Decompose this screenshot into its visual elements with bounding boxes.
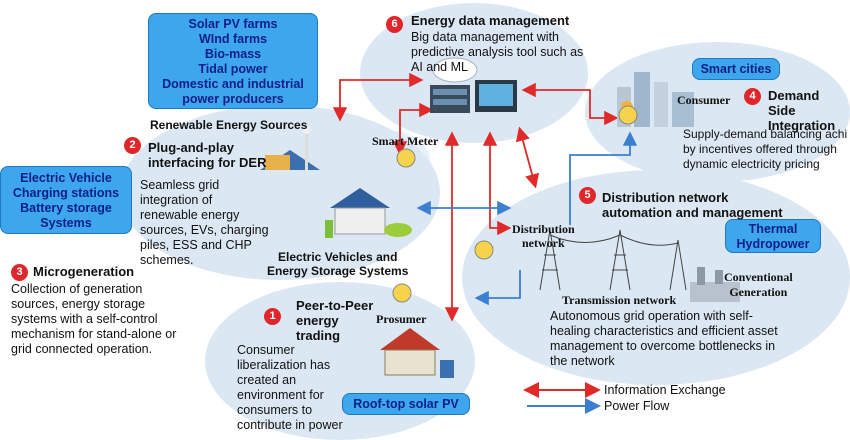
info-arrow-data-dist bbox=[482, 131, 512, 236]
meter-icon bbox=[474, 240, 494, 260]
transmission-label: Transmission network bbox=[562, 293, 677, 307]
thermal-box: Thermal Hydropower bbox=[725, 219, 821, 253]
ev-box: Electric Vehicle Charging stations Batte… bbox=[0, 166, 132, 234]
smart-cities-box: Smart cities bbox=[692, 58, 780, 80]
renewable-illustration bbox=[260, 126, 320, 170]
smart-meter-label: Smart Meter bbox=[372, 134, 439, 148]
section-5-badge: 5 bbox=[579, 187, 596, 204]
ev-storage-label: Electric Vehicles and Energy Storage Sys… bbox=[267, 250, 409, 278]
ellipse-distribution bbox=[462, 170, 850, 385]
section-5-desc: Autonomous grid operation with self- hea… bbox=[550, 309, 778, 368]
conventional-label: Conventional Generation bbox=[724, 270, 793, 299]
section-6-badge: 6 bbox=[386, 16, 403, 33]
section-4-desc: Supply-demand balancing achi by incentiv… bbox=[683, 127, 848, 171]
meter-icon bbox=[396, 148, 416, 168]
section-4-badge: 4 bbox=[744, 88, 761, 105]
legend-power-label: Power Flow bbox=[604, 399, 670, 413]
distribution-label: Distribution network bbox=[512, 222, 575, 250]
prosumer-house-illustration bbox=[380, 328, 454, 378]
sources-box: Solar PV farms WInd farms Bio-mass Tidal… bbox=[148, 13, 318, 109]
section-1-badge: 1 bbox=[264, 308, 281, 325]
power-arrow-dist-p2p bbox=[474, 270, 521, 306]
section-2-desc: Seamless grid integration of renewable e… bbox=[140, 178, 269, 267]
section-4-title: Demand Side Integration bbox=[768, 88, 836, 133]
power-arrow-dist-city bbox=[569, 131, 638, 225]
info-arrow-der-data bbox=[332, 72, 424, 122]
prosumer-label: Prosumer bbox=[376, 312, 427, 326]
power-plant-illustration bbox=[690, 267, 740, 302]
section-2-badge: 2 bbox=[124, 137, 141, 154]
data-center-illustration bbox=[430, 57, 517, 113]
section-2-title: Plug-and-play interfacing for DER bbox=[148, 140, 267, 170]
smart-city-illustration bbox=[617, 72, 694, 127]
info-arrow-meter-data bbox=[392, 102, 434, 156]
house-ev-illustration bbox=[325, 188, 412, 238]
renewable-label: Renewable Energy Sources bbox=[150, 118, 308, 132]
section-1-desc: Consumer liberalization has created an e… bbox=[237, 343, 343, 432]
section-5-title: Distribution network automation and mana… bbox=[602, 190, 783, 220]
section-3-title: Microgeneration bbox=[33, 264, 135, 279]
section-6-title: Energy data management bbox=[411, 13, 570, 28]
info-arrow-data-city bbox=[521, 82, 619, 126]
legend-info-label: Information Exchange bbox=[604, 383, 726, 397]
meter-icon bbox=[618, 105, 638, 125]
section-3-badge: 3 bbox=[11, 264, 28, 281]
section-6-desc: Big data management with predictive anal… bbox=[411, 30, 584, 74]
section-3-desc: Collection of generation sources, energy… bbox=[11, 282, 177, 356]
info-arrow-data-dist2 bbox=[515, 126, 540, 189]
section-1-title: Peer-to-Peer energy trading bbox=[296, 298, 374, 343]
meter-icon bbox=[392, 283, 412, 303]
rooftop-box: Roof-top solar PV bbox=[342, 393, 470, 415]
consumer-label: Consumer bbox=[677, 93, 731, 107]
transmission-illustration bbox=[539, 229, 687, 291]
